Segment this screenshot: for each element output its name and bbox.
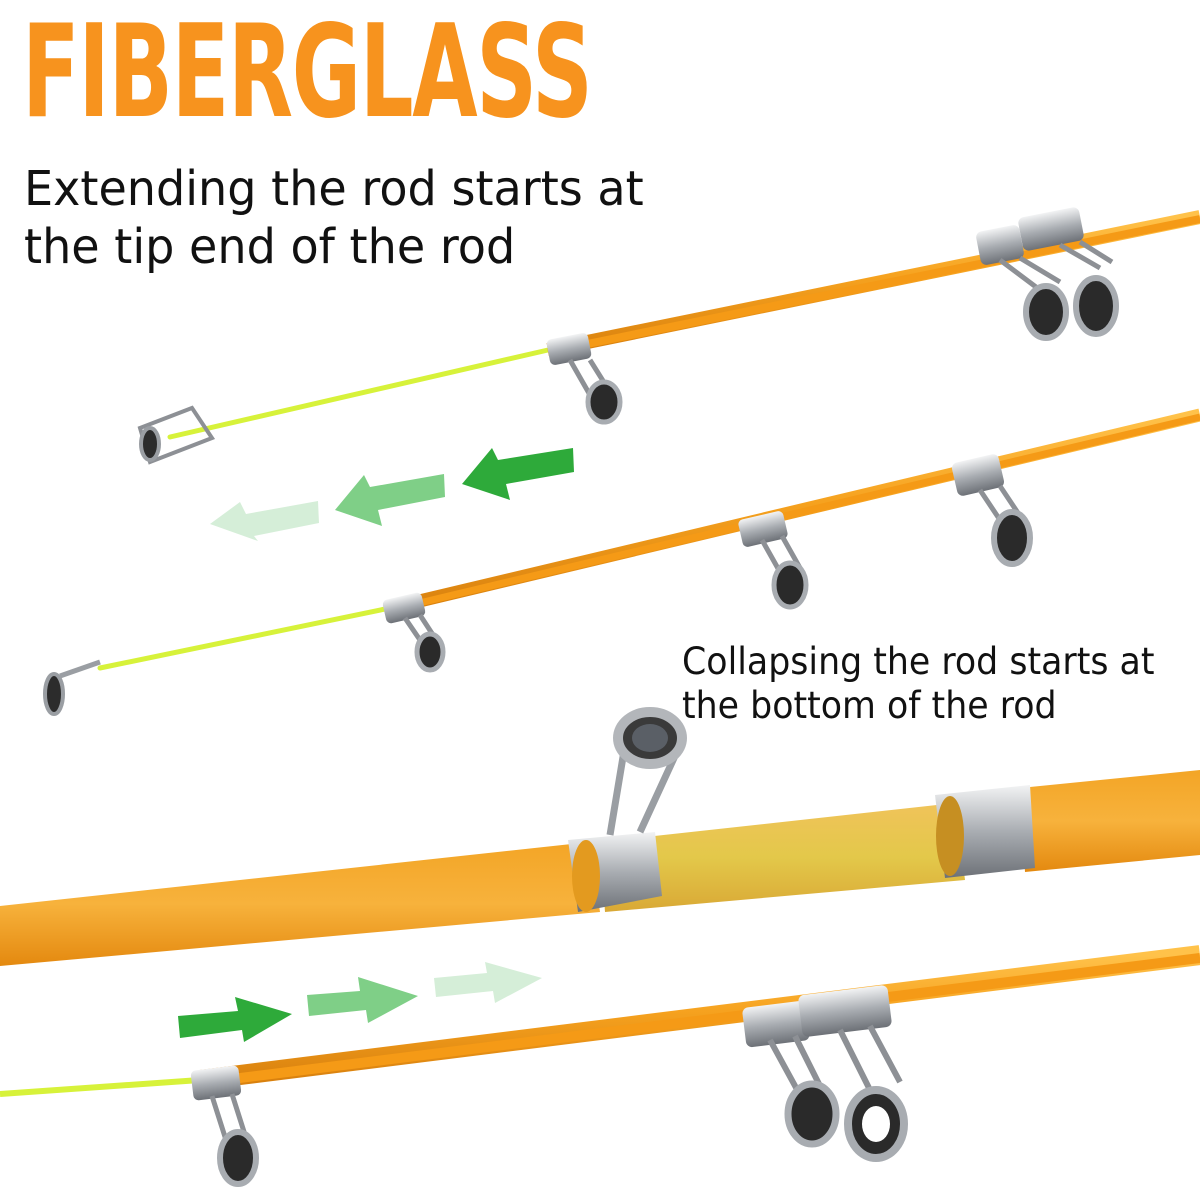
arrow-left-icon bbox=[210, 501, 319, 541]
collapse-caption-line-2: the bottom of the rod bbox=[682, 684, 1057, 727]
rod-guide-icon bbox=[137, 405, 216, 465]
rod-1 bbox=[137, 207, 1200, 465]
collapse-caption-line-1: Collapsing the rod starts at bbox=[682, 640, 1155, 683]
rod-2 bbox=[43, 408, 1200, 716]
extend-arrows bbox=[210, 448, 574, 541]
rod-guide-icon bbox=[546, 333, 623, 425]
arrow-left-icon bbox=[462, 448, 574, 500]
rod-3-yellow-section bbox=[600, 803, 965, 912]
arrow-right-icon bbox=[434, 962, 542, 1003]
rod-guide-icon bbox=[798, 985, 908, 1162]
rod-1-tip-section bbox=[167, 347, 551, 440]
rod-3-orange-section bbox=[0, 842, 600, 966]
rod-guide-icon bbox=[742, 1000, 840, 1148]
rod-guide-icon bbox=[935, 785, 1035, 878]
rod-4 bbox=[0, 945, 1200, 1187]
extend-caption-line-2: the tip end of the rod bbox=[24, 219, 516, 275]
extend-caption: Extending the rod starts at the tip end … bbox=[24, 160, 644, 276]
headline: FIBERGLASS bbox=[22, 0, 593, 147]
rod-3-closeup bbox=[0, 707, 1200, 966]
rod-4-tip-section bbox=[0, 1077, 201, 1097]
extend-caption-line-1: Extending the rod starts at bbox=[24, 161, 644, 217]
rod-2-tip-section bbox=[97, 605, 393, 671]
arrow-right-icon bbox=[178, 997, 292, 1042]
rod-guide-icon bbox=[976, 225, 1069, 341]
arrow-right-icon bbox=[307, 977, 418, 1023]
rod-guide-icon bbox=[1018, 207, 1119, 337]
rod-guide-icon bbox=[951, 454, 1033, 567]
collapse-arrows bbox=[178, 962, 542, 1042]
rod-guide-icon bbox=[43, 659, 101, 716]
rod-guide-icon bbox=[738, 511, 809, 610]
collapse-caption: Collapsing the rod starts at the bottom … bbox=[682, 640, 1154, 728]
rod-guide-icon bbox=[382, 592, 446, 673]
rod-guide-icon bbox=[190, 1065, 259, 1187]
rod-guide-icon bbox=[568, 707, 687, 912]
arrow-left-icon bbox=[335, 474, 445, 526]
